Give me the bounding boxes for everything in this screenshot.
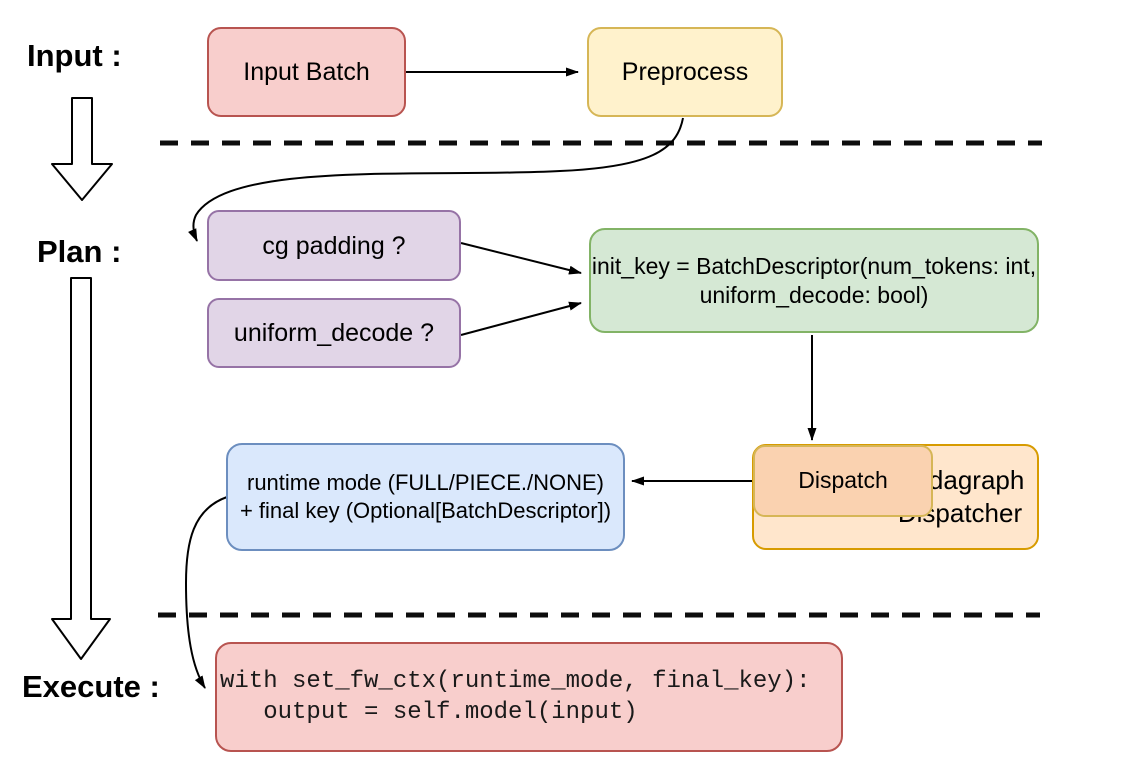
node-execute-code-line1: with set_fw_ctx(runtime_mode, final_key)… bbox=[220, 668, 811, 695]
node-input-batch-label: Input Batch bbox=[243, 58, 370, 86]
stage-label-plan: Plan : bbox=[37, 234, 122, 269]
node-input-batch: Input Batch bbox=[207, 27, 406, 117]
node-dispatch-label: Dispatch bbox=[798, 467, 888, 494]
stage-label-execute: Execute : bbox=[22, 669, 160, 704]
arrow-cg-padding-to-init-key bbox=[460, 242, 582, 275]
node-dispatch: Dispatch bbox=[753, 445, 933, 517]
node-preprocess-label: Preprocess bbox=[621, 58, 749, 86]
stage-label-input: Input : bbox=[27, 38, 122, 73]
arrow-runtime-mode-to-execute-code bbox=[184, 496, 228, 689]
node-runtime-mode-line2: + final key (Optional[BatchDescriptor]) bbox=[239, 498, 612, 523]
stage-arrow-input-to-plan-icon bbox=[51, 97, 113, 201]
node-runtime-mode: runtime mode (FULL/PIECE./NONE) + final … bbox=[226, 443, 625, 551]
node-init-key-line1: init_key = BatchDescriptor(num_tokens: i… bbox=[591, 252, 1037, 279]
arrow-preprocess-to-cg-padding bbox=[188, 117, 684, 242]
node-uniform-decode-label: uniform_decode ? bbox=[233, 319, 435, 347]
node-cg-padding: cg padding ? bbox=[207, 210, 461, 281]
stage-arrow-plan-to-execute-icon bbox=[51, 277, 111, 660]
node-init-key-line2: uniform_decode: bool) bbox=[699, 281, 929, 308]
node-init-key: init_key = BatchDescriptor(num_tokens: i… bbox=[589, 228, 1039, 333]
node-preprocess: Preprocess bbox=[587, 27, 783, 117]
node-runtime-mode-line1: runtime mode (FULL/PIECE./NONE) bbox=[247, 470, 604, 495]
arrow-uniform-decode-to-init-key bbox=[460, 301, 582, 336]
node-uniform-decode: uniform_decode ? bbox=[207, 298, 461, 368]
node-cg-padding-label: cg padding ? bbox=[262, 231, 406, 260]
node-execute-code: with set_fw_ctx(runtime_mode, final_key)… bbox=[215, 642, 843, 752]
node-execute-code-line2: output = self.model(input) bbox=[220, 699, 638, 726]
